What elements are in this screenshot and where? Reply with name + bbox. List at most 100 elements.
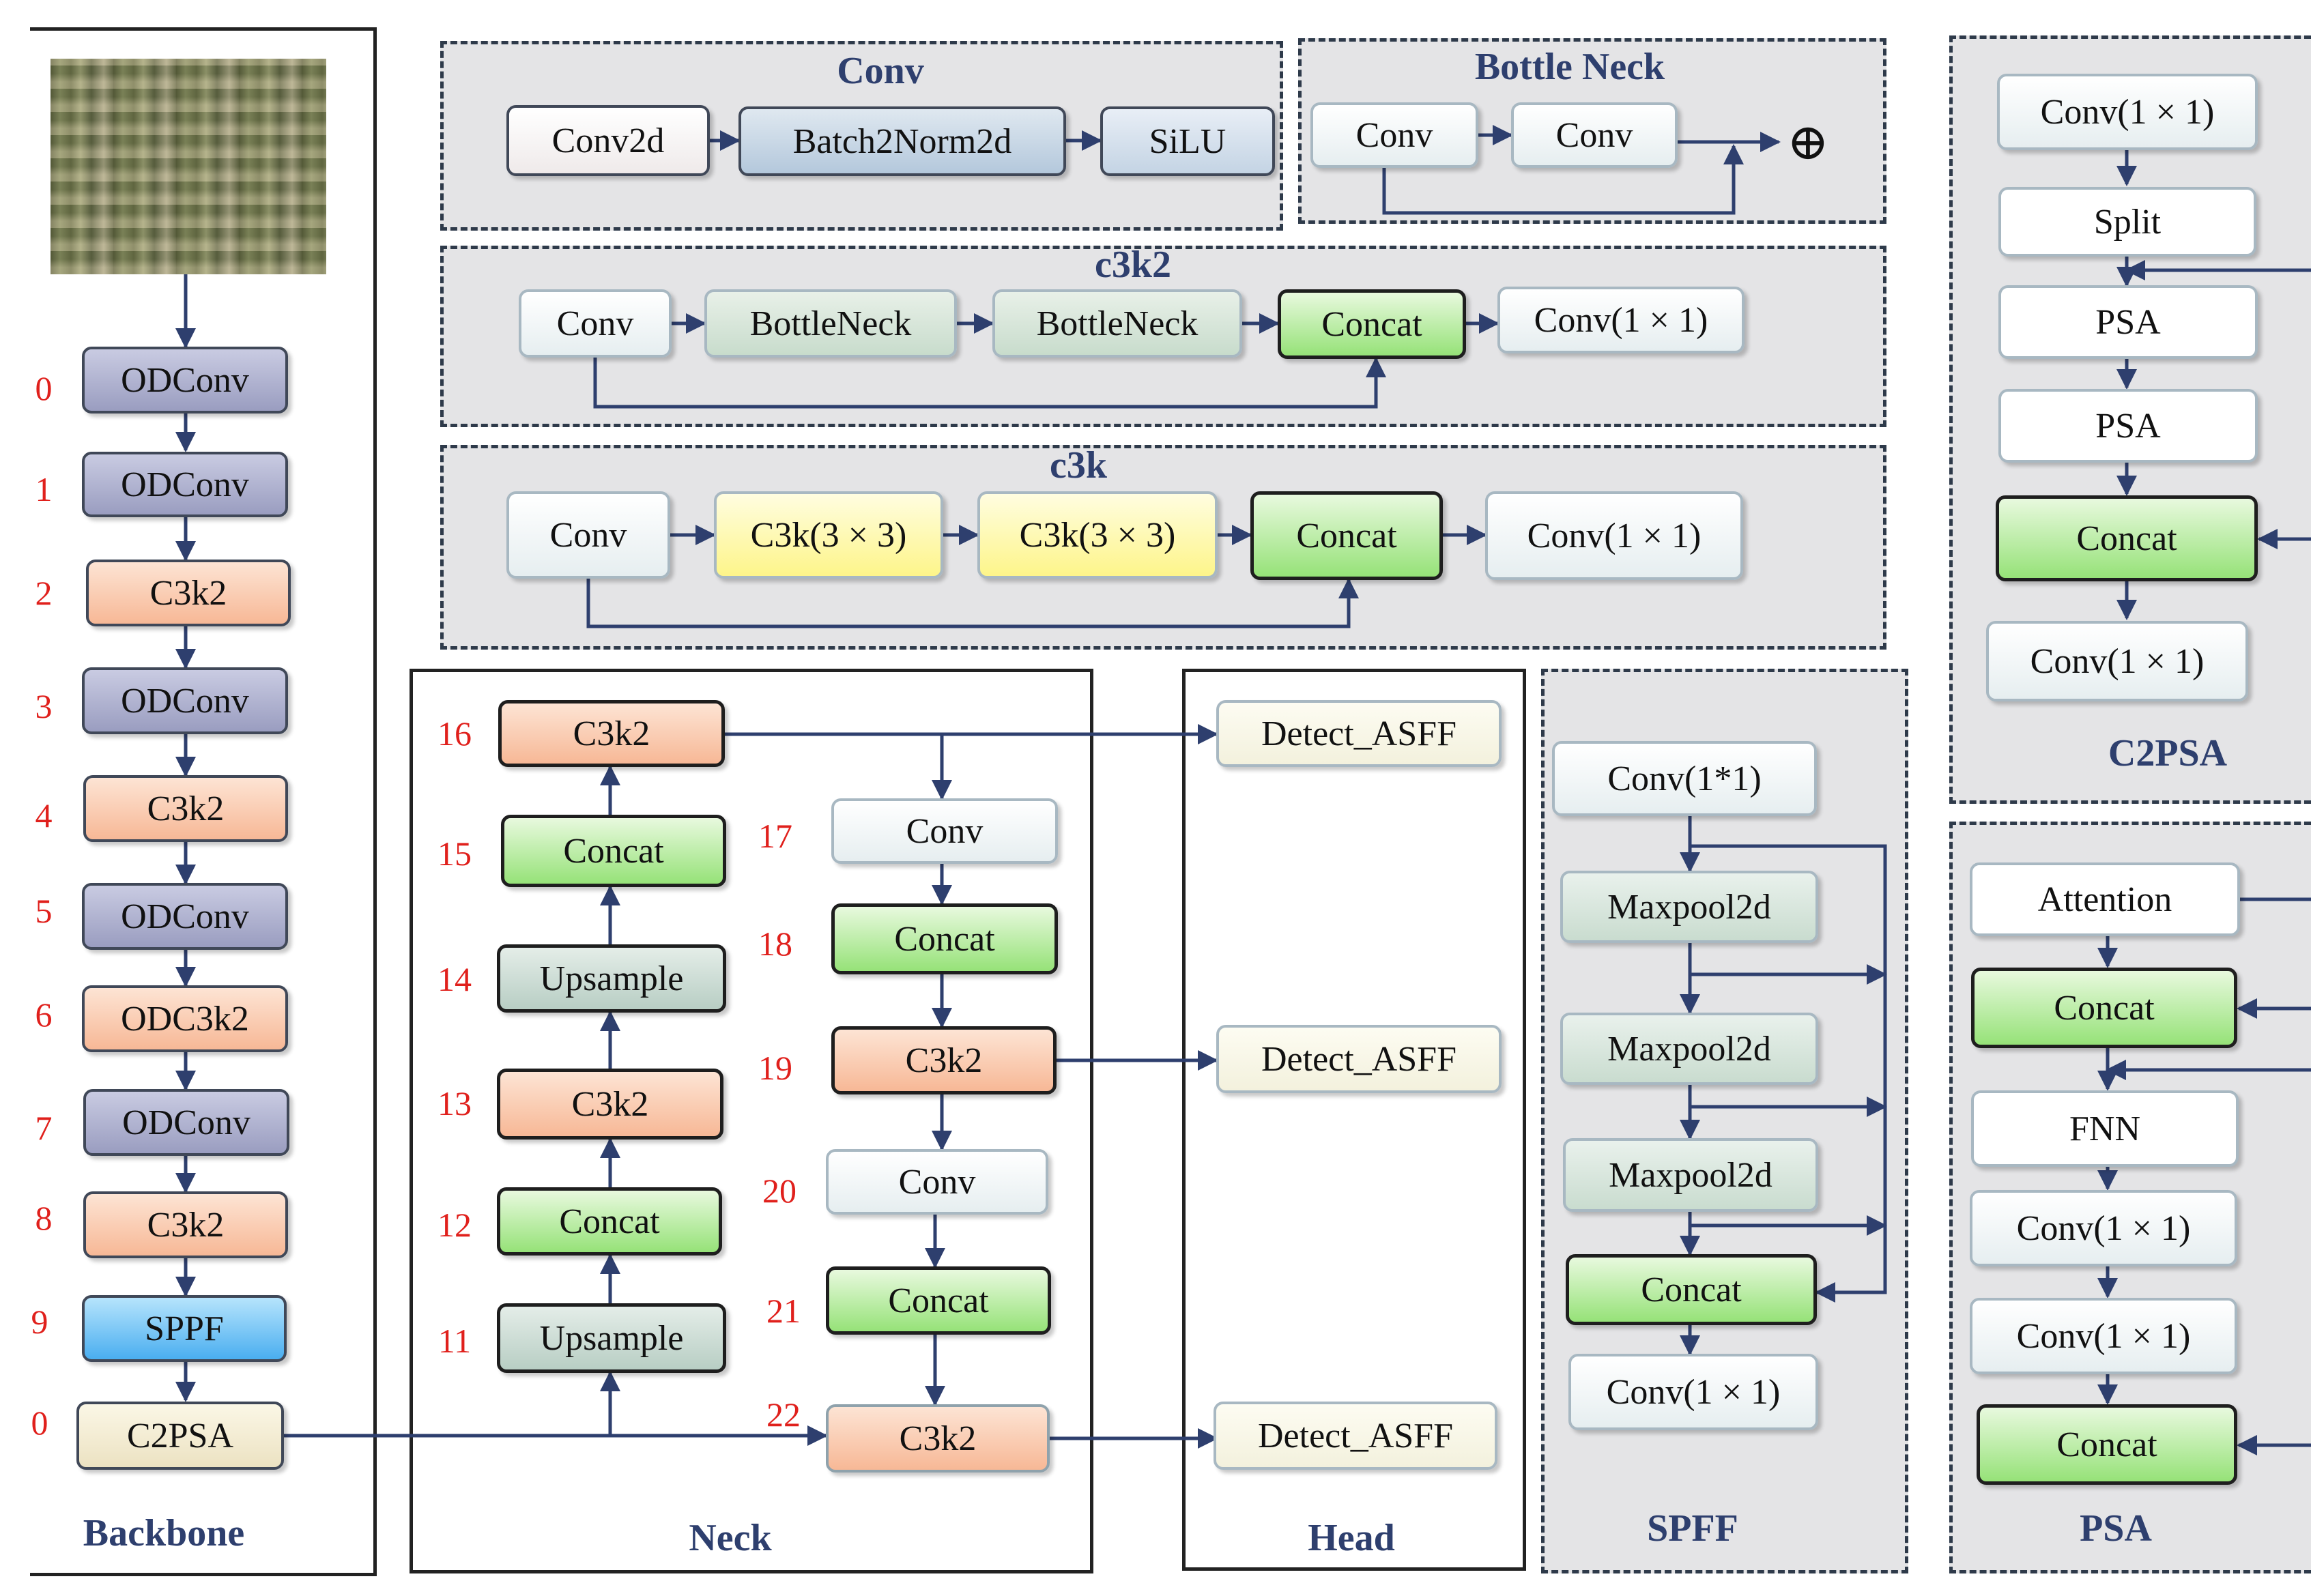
backbone-index: 1: [35, 470, 53, 508]
spff-conv-1x1: Conv(1*1): [1552, 741, 1817, 816]
c3k-conv: Conv: [506, 491, 670, 579]
backbone-panel: [30, 27, 377, 1576]
backbone-layer-odconv: ODConv: [82, 452, 288, 517]
neck-layer-concat: Concat: [831, 903, 1058, 974]
head-detect-asff: Detect_ASFF: [1216, 1025, 1502, 1093]
neck-index: 17: [758, 817, 792, 855]
backbone-layer-odconv: ODConv: [82, 667, 288, 734]
c3k2-bottleneck: BottleNeck: [992, 289, 1242, 358]
neck-index: 19: [758, 1049, 792, 1087]
c3k-title: c3k: [1050, 444, 1107, 487]
backbone-layer-c2psa: C2PSA: [76, 1402, 284, 1470]
backbone-index: 5: [35, 892, 53, 930]
psa-fnn: FNN: [1971, 1090, 2239, 1167]
psa-attention: Attention: [1970, 862, 2240, 936]
spff-maxpool: Maxpool2d: [1560, 871, 1818, 943]
bottleneck-add-icon: ⊕: [1786, 115, 1829, 171]
c3k2-concat: Concat: [1278, 289, 1466, 359]
spff-maxpool: Maxpool2d: [1563, 1138, 1818, 1212]
spff-concat: Concat: [1566, 1254, 1817, 1325]
backbone-layer-odconv: ODConv: [82, 347, 288, 413]
psa-title: PSA: [2080, 1507, 2152, 1550]
c2psa-conv-1x1: Conv(1 × 1): [1997, 74, 2258, 150]
backbone-layer-sppf: SPPF: [82, 1295, 287, 1362]
neck-layer-upsample: Upsample: [497, 944, 726, 1013]
neck-index: 16: [437, 714, 472, 753]
c2psa-concat: Concat: [1996, 495, 2258, 581]
input-image: [51, 59, 326, 274]
neck-layer-upsample: Upsample: [497, 1303, 726, 1373]
backbone-index: 9: [31, 1303, 48, 1341]
backbone-layer-odc3k2: ODC3k2: [82, 985, 288, 1052]
head-title: Head: [1308, 1517, 1395, 1559]
psa-conv-1x1: Conv(1 × 1): [1970, 1190, 2237, 1266]
neck-index: 21: [766, 1292, 801, 1330]
backbone-layer-c3k2: C3k2: [83, 775, 288, 842]
conv-title: Conv: [837, 50, 924, 92]
neck-layer-concat: Concat: [826, 1266, 1051, 1335]
backbone-layer-c3k2: C3k2: [83, 1191, 288, 1258]
neck-layer-conv: Conv: [826, 1149, 1048, 1215]
c3k2-conv: Conv: [519, 289, 672, 358]
conv-batchnorm: Batch2Norm2d: [738, 106, 1066, 176]
c3k-c3k-3x3: C3k(3 × 3): [714, 491, 943, 579]
psa-concat: Concat: [1977, 1404, 2237, 1485]
c3k-conv-1x1: Conv(1 × 1): [1485, 491, 1743, 580]
backbone-index: 7: [35, 1109, 53, 1147]
backbone-index: 0: [31, 1404, 48, 1442]
c2psa-split: Split: [1998, 187, 2256, 257]
neck-layer-conv: Conv: [831, 798, 1058, 864]
neck-layer-c3k2: C3k2: [831, 1026, 1057, 1094]
neck-index: 11: [437, 1322, 472, 1360]
neck-index: 14: [437, 960, 472, 998]
c2psa-psa: PSA: [1998, 285, 2258, 359]
c3k2-bottleneck: BottleNeck: [704, 289, 957, 358]
backbone-index: 4: [35, 796, 53, 835]
bottleneck-conv-a: Conv: [1310, 102, 1478, 168]
edge-spff-bus: [1690, 844, 1887, 1303]
c3k-concat: Concat: [1250, 491, 1443, 580]
psa-concat: Concat: [1971, 968, 2237, 1048]
c2psa-title: C2PSA: [2108, 732, 2228, 774]
psa-conv-1x1: Conv(1 × 1): [1970, 1298, 2237, 1374]
edge-bn-skip: [1382, 144, 1744, 215]
c3k-c3k-3x3: C3k(3 × 3): [977, 491, 1218, 579]
conv-conv2d: Conv2d: [506, 105, 710, 176]
backbone-layer-c3k2: C3k2: [86, 560, 291, 626]
neck-index: 13: [437, 1084, 472, 1122]
backbone-title: Backbone: [83, 1512, 245, 1554]
conv-silu: SiLU: [1100, 106, 1275, 176]
neck-layer-concat: Concat: [497, 1187, 722, 1256]
spff-conv-1x1-out: Conv(1 × 1): [1568, 1354, 1818, 1430]
neck-index: 20: [762, 1172, 796, 1210]
neck-index: 22: [766, 1395, 801, 1434]
backbone-index: 2: [35, 574, 53, 612]
spff-maxpool: Maxpool2d: [1560, 1013, 1818, 1085]
neck-layer-c3k2: C3k2: [826, 1404, 1050, 1472]
neck-layer-c3k2: C3k2: [498, 700, 725, 767]
backbone-index: 6: [35, 996, 53, 1034]
neck-index: 15: [437, 835, 472, 873]
backbone-index: 8: [35, 1199, 53, 1237]
neck-index: 18: [758, 925, 792, 963]
c3k2-conv-1x1: Conv(1 × 1): [1497, 287, 1745, 353]
edge-c3k2-skip: [593, 357, 1386, 409]
head-detect-asff: Detect_ASFF: [1216, 700, 1502, 767]
neck-index: 12: [437, 1206, 472, 1244]
neck-layer-concat: Concat: [501, 815, 726, 887]
head-detect-asff: Detect_ASFF: [1214, 1402, 1497, 1470]
spff-title: SPFF: [1647, 1507, 1738, 1550]
c2psa-psa: PSA: [1998, 389, 2258, 463]
bottleneck-conv-b: Conv: [1511, 102, 1678, 168]
neck-layer-c3k2: C3k2: [497, 1069, 723, 1140]
backbone-index: 0: [35, 369, 53, 407]
edge-c3k-skip: [586, 578, 1359, 628]
backbone-layer-odconv: ODConv: [82, 883, 288, 950]
c2psa-conv-1x1-out: Conv(1 × 1): [1986, 621, 2248, 701]
c3k2-title: c3k2: [1095, 244, 1171, 286]
neck-title: Neck: [689, 1517, 772, 1559]
backbone-index: 3: [35, 687, 53, 725]
backbone-layer-odconv: ODConv: [83, 1089, 289, 1156]
